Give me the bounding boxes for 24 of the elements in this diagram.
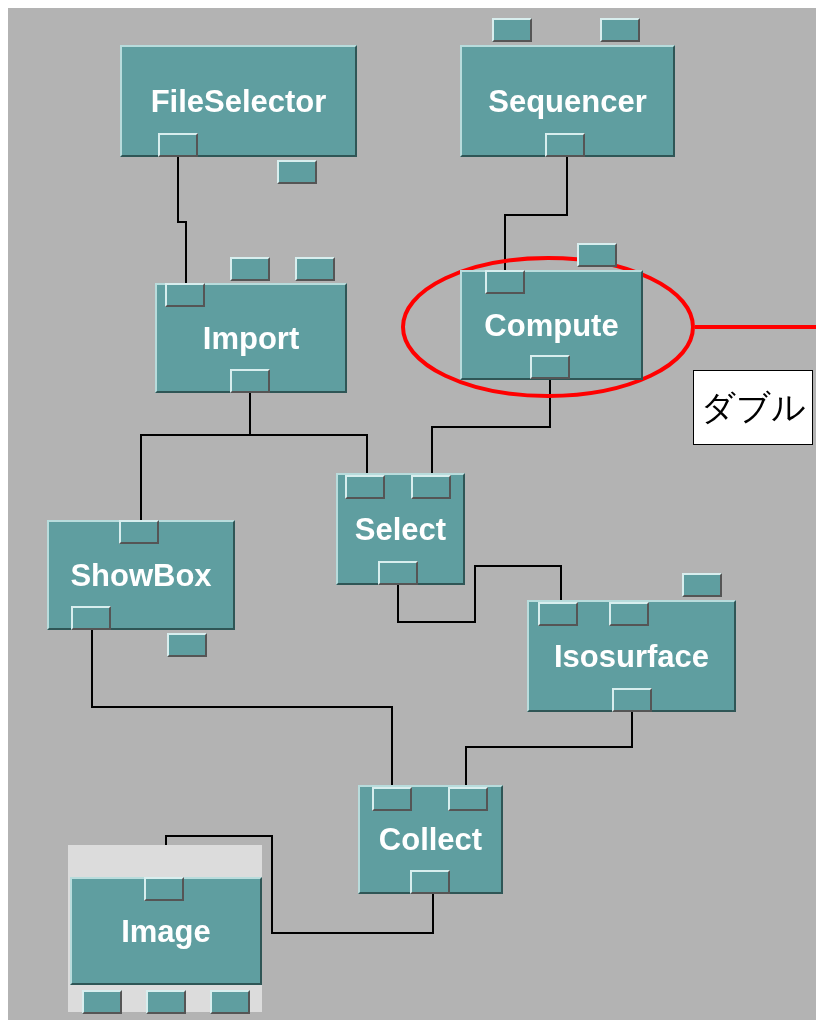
module-box xyxy=(120,45,357,157)
wire xyxy=(249,392,368,474)
module-box xyxy=(460,45,675,157)
module-label: Image xyxy=(121,915,211,947)
module-label: Isosurface xyxy=(553,640,710,672)
module-label: FileSelector xyxy=(150,85,327,117)
module-box xyxy=(155,283,347,393)
wire xyxy=(177,156,187,284)
wire xyxy=(431,379,551,474)
module-label: Select xyxy=(354,513,447,545)
module-label: ShowBox xyxy=(70,559,212,591)
wire xyxy=(91,629,393,786)
wire xyxy=(165,835,434,934)
module-label: Import xyxy=(202,322,300,354)
wire xyxy=(465,711,633,786)
module-label: Sequencer xyxy=(488,85,647,117)
module-label: Collect xyxy=(378,824,483,855)
callout-text: ダブル xyxy=(700,385,806,429)
callout-box xyxy=(693,370,813,445)
wire xyxy=(397,565,562,623)
module-box xyxy=(460,270,643,380)
module-box xyxy=(47,520,235,630)
leader-line xyxy=(695,325,816,329)
module-label: Compute xyxy=(484,309,619,341)
